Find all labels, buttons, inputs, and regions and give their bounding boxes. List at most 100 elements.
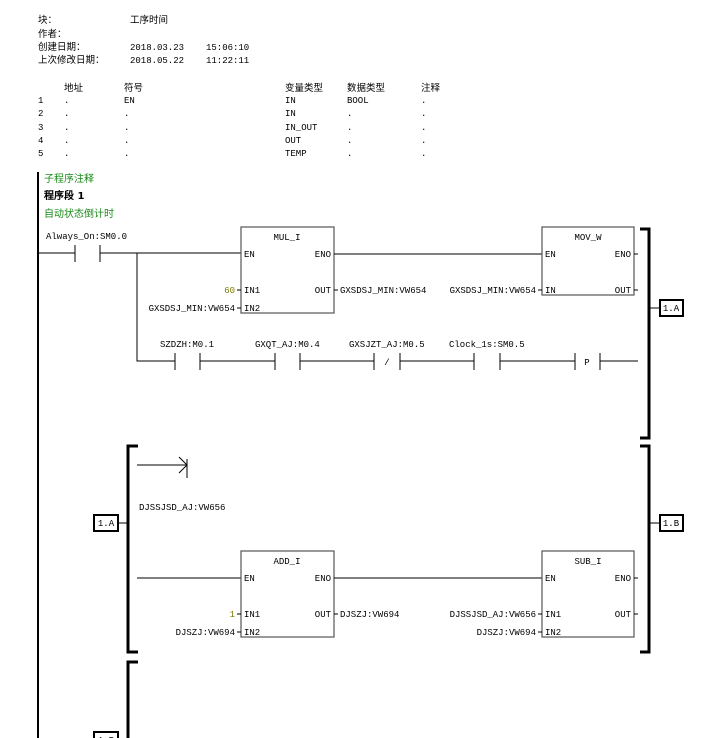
- operand-out[interactable]: DJSZJ:VW694: [340, 610, 399, 620]
- right-bracket: [640, 444, 651, 654]
- contact-label: GXQT_AJ:M0.4: [255, 340, 320, 350]
- contact-always-on[interactable]: Always_On:SM0.0: [38, 232, 241, 262]
- cell-n: 5: [38, 149, 43, 159]
- cell-sym: .: [124, 136, 129, 146]
- cell-sym: .: [124, 149, 129, 159]
- branch-wire: [136, 253, 175, 362]
- connector-label: 1.B: [663, 519, 680, 529]
- connector-label: 1.A: [98, 519, 115, 529]
- contact-label: GXSJZT_AJ:M0.5: [349, 340, 425, 350]
- cell-addr: .: [64, 96, 69, 106]
- cell-dtype: .: [347, 149, 352, 159]
- block-name: 工序时间: [130, 14, 168, 26]
- cell-comment: .: [421, 136, 426, 146]
- not-symbol: /: [384, 358, 389, 368]
- jump-operand[interactable]: DJSSJSD_AJ:VW656: [139, 503, 225, 513]
- connector-label: 1.B: [98, 736, 115, 738]
- sub-i-block[interactable]: SUB_I EN ENO IN1 IN2 OUT DJSSJSD_AJ:VW65…: [450, 550, 638, 638]
- operand-in1[interactable]: 1: [230, 610, 235, 620]
- contact-clock-1s[interactable]: Clock_1s:SM0.5: [449, 340, 575, 370]
- right-bracket: [640, 227, 651, 440]
- pin-en: EN: [545, 574, 556, 584]
- col-symbol: 符号: [124, 82, 143, 94]
- connector-1a-in[interactable]: 1.A: [93, 514, 119, 532]
- pin-eno: ENO: [615, 250, 631, 260]
- cell-vtype: IN: [285, 96, 296, 106]
- connector-1b-in[interactable]: 1.B: [93, 731, 119, 738]
- col-data-type: 数据类型: [347, 82, 386, 94]
- table-row: 4..OUT..: [38, 136, 426, 146]
- mov-w-block[interactable]: MOV_W EN ENO IN OUT GXSDSJ_MIN:VW654: [450, 226, 638, 296]
- pin-eno: ENO: [315, 574, 331, 584]
- subroutine-comment[interactable]: 子程序注释: [44, 172, 94, 185]
- cell-sym: .: [124, 109, 129, 119]
- created-date: 2018.03.23: [130, 43, 184, 53]
- cell-comment: .: [421, 123, 426, 133]
- block-title: ADD_I: [273, 557, 300, 567]
- operand-in2[interactable]: GXSDSJ_MIN:VW654: [149, 304, 235, 314]
- left-bracket: [126, 660, 138, 738]
- cell-vtype: IN: [285, 109, 296, 119]
- connector-1a-out[interactable]: 1.A: [659, 299, 684, 317]
- author-label: 作者：: [38, 28, 67, 40]
- cell-addr: .: [64, 149, 69, 159]
- col-var-type: 变量类型: [285, 82, 324, 94]
- pin-in2: IN2: [244, 304, 260, 314]
- cell-comment: .: [421, 109, 426, 119]
- p-symbol: P: [584, 358, 589, 368]
- block-title: MOV_W: [574, 233, 602, 243]
- pin-out: OUT: [315, 610, 332, 620]
- operand-out[interactable]: GXSDSJ_MIN:VW654: [340, 286, 426, 296]
- cell-dtype: BOOL: [347, 96, 369, 106]
- pin-in1: IN1: [244, 286, 260, 296]
- cell-comment: .: [421, 149, 426, 159]
- block-header: 块： 工序时间 作者： 创建日期： 2018.03.23 15:06:10 上次…: [38, 14, 249, 66]
- left-bracket: [126, 444, 138, 654]
- cell-n: 3: [38, 123, 43, 133]
- connector-label: 1.A: [663, 304, 680, 314]
- created-time: 15:06:10: [206, 43, 249, 53]
- contact-szdzh[interactable]: SZDZH:M0.1: [160, 340, 275, 370]
- pin-in1: IN1: [244, 610, 260, 620]
- block-title: SUB_I: [574, 557, 601, 567]
- network-title[interactable]: 程序段 1: [44, 189, 84, 202]
- cell-sym: EN: [124, 96, 135, 106]
- mul-i-block[interactable]: MUL_I EN ENO IN1 IN2 OUT 60 GXSDSJ_MIN:V…: [149, 226, 427, 314]
- modified-time: 11:22:11: [206, 56, 249, 66]
- cell-comment: .: [421, 96, 426, 106]
- col-address: 地址: [64, 82, 84, 94]
- contact-gxqt-aj[interactable]: GXQT_AJ:M0.4: [255, 340, 374, 370]
- cell-addr: .: [64, 136, 69, 146]
- modified-label: 上次修改日期：: [38, 54, 105, 66]
- contact-gxsjzt-aj-nc[interactable]: GXSJZT_AJ:M0.5 /: [349, 340, 474, 370]
- cell-n: 1: [38, 96, 43, 106]
- pin-in1: IN1: [545, 610, 561, 620]
- pin-in: IN: [545, 286, 556, 296]
- cell-dtype: .: [347, 136, 352, 146]
- cell-sym: .: [124, 123, 129, 133]
- operand-in[interactable]: GXSDSJ_MIN:VW654: [450, 286, 536, 296]
- cell-vtype: IN_OUT: [285, 123, 318, 133]
- operand-in2[interactable]: DJSZJ:VW694: [477, 628, 536, 638]
- block-title: MUL_I: [273, 233, 300, 243]
- created-label: 创建日期：: [38, 41, 86, 53]
- block-label: 块：: [38, 14, 57, 26]
- network-comment[interactable]: 自动状态倒计时: [44, 207, 114, 220]
- pin-eno: ENO: [315, 250, 331, 260]
- contact-positive-edge[interactable]: P: [574, 353, 638, 370]
- cell-addr: .: [64, 109, 69, 119]
- pin-in2: IN2: [244, 628, 260, 638]
- operand-in1[interactable]: 60: [224, 286, 235, 296]
- operand-in2[interactable]: DJSZJ:VW694: [176, 628, 235, 638]
- operand-in1[interactable]: DJSSJSD_AJ:VW656: [450, 610, 536, 620]
- table-row: 3..IN_OUT..: [38, 123, 426, 133]
- contact-label: SZDZH:M0.1: [160, 340, 214, 350]
- pin-eno: ENO: [615, 574, 631, 584]
- pin-out: OUT: [615, 286, 632, 296]
- cell-n: 2: [38, 109, 43, 119]
- col-comment: 注释: [421, 82, 441, 94]
- add-i-block[interactable]: ADD_I EN ENO IN1 IN2 OUT 1 DJSZJ:VW694 D…: [176, 550, 400, 638]
- pin-en: EN: [545, 250, 556, 260]
- connector-1b-out[interactable]: 1.B: [659, 514, 684, 532]
